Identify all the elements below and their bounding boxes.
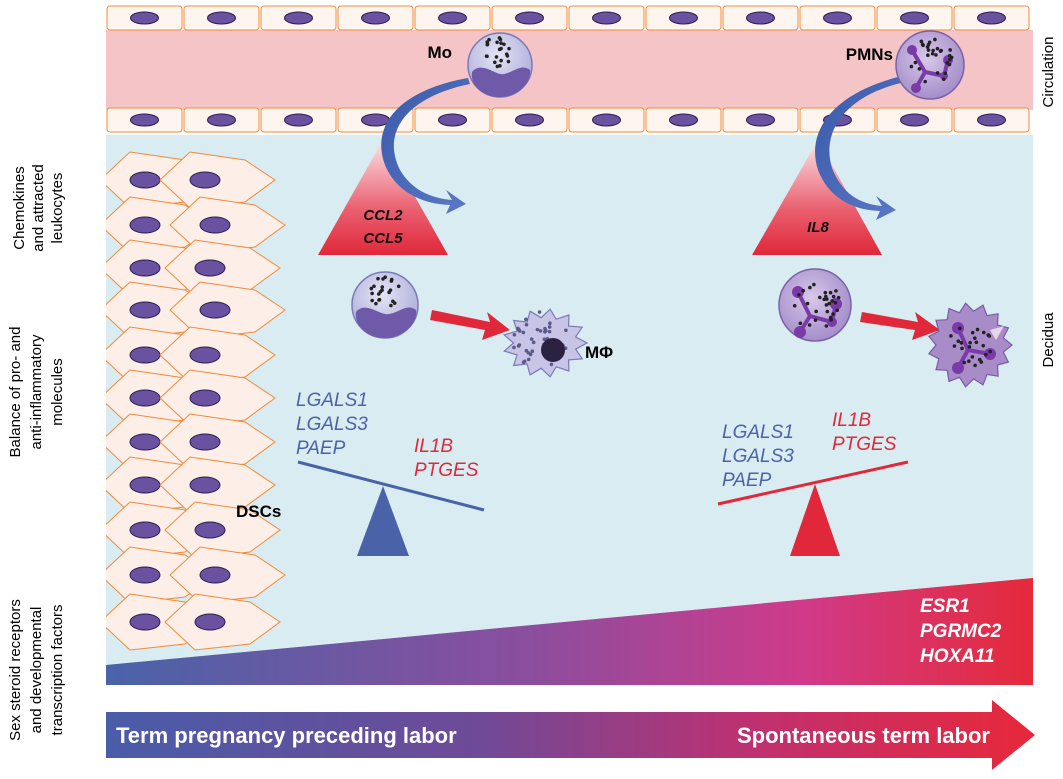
decidual-neutrophil	[778, 268, 852, 342]
left-pro-gene-1: IL1B	[414, 436, 453, 457]
side-label-sex-steroid: Sex steroid receptors and developmental …	[7, 599, 66, 741]
monocyte-cell	[467, 32, 533, 98]
svg-text:Balance of pro- and: Balance of pro- and	[7, 327, 24, 458]
monocyte-migration-arrow	[381, 78, 470, 214]
chemokine-ccl5: CCL5	[363, 230, 403, 247]
chemokine-gradient-left	[318, 140, 448, 255]
timeline-arrow	[106, 700, 1035, 770]
macrophage-label: MΦ	[585, 343, 613, 362]
right-pro-gene-1: IL1B	[832, 410, 871, 431]
endothelium-top	[106, 5, 1030, 31]
svg-text:transcription factors: transcription factors	[49, 605, 66, 736]
monocyte-label: Mo	[427, 43, 452, 62]
activated-neutrophil	[927, 302, 1013, 388]
right-anti-gene-1: LGALS1	[722, 422, 794, 443]
right-anti-gene-2: LGALS3	[722, 446, 794, 467]
left-anti-gene-3: PAEP	[296, 438, 346, 459]
svg-text:Sex steroid receptors: Sex steroid receptors	[7, 599, 24, 741]
side-label-circulation: Circulation	[1040, 37, 1057, 108]
balance-beam-left	[297, 460, 485, 512]
timeline-label-term-pregnancy: Term pregnancy preceding labor	[116, 723, 457, 748]
balance-fulcrum-left	[357, 486, 409, 556]
gene-pgrmc2: PGRMC2	[920, 621, 1002, 642]
decidual-stromal-cells	[0, 135, 286, 695]
blood-vessel	[106, 30, 1033, 110]
decidual-monocyte	[351, 271, 419, 339]
differentiation-arrow-left	[430, 310, 510, 340]
svg-text:leukocytes: leukocytes	[49, 173, 66, 244]
endothelium-bottom	[106, 107, 1030, 133]
left-anti-gene-1: LGALS1	[296, 390, 368, 411]
gene-hoxa11: HOXA11	[920, 646, 995, 667]
neutrophil-label: PMNs	[846, 45, 893, 64]
neutrophil-migration-arrow	[815, 76, 905, 220]
gene-esr1: ESR1	[920, 596, 970, 617]
left-anti-gene-2: LGALS3	[296, 414, 368, 435]
activation-arrow-right	[860, 312, 940, 340]
svg-text:molecules: molecules	[49, 358, 66, 426]
svg-text:and developmental: and developmental	[28, 607, 45, 734]
chemokine-ccl2: CCL2	[363, 207, 403, 224]
svg-text:and attracted: and attracted	[30, 164, 47, 252]
balance-beam-right	[717, 460, 909, 506]
left-pro-gene-2: PTGES	[414, 460, 479, 481]
svg-text:anti-inflammatory: anti-inflammatory	[28, 334, 45, 450]
side-label-balance: Balance of pro- and anti-inflammatory mo…	[7, 327, 66, 458]
chemokine-il8: IL8	[807, 219, 829, 236]
macrophage-cell	[502, 308, 589, 378]
dsc-label: DSCs	[236, 502, 281, 521]
timeline-label-term-labor: Spontaneous term labor	[737, 723, 990, 748]
balance-fulcrum-right	[790, 484, 840, 556]
gene-expression-gradient	[106, 578, 1033, 685]
svg-text:Chemokines: Chemokines	[11, 166, 28, 249]
chemokine-gradient-right	[752, 140, 882, 255]
right-pro-gene-2: PTGES	[832, 434, 897, 455]
side-label-decidua: Decidua	[1040, 312, 1057, 368]
right-anti-gene-3: PAEP	[722, 470, 772, 491]
neutrophil-cell	[895, 30, 965, 100]
side-label-chemokines: Chemokines and attracted leukocytes	[11, 164, 66, 252]
